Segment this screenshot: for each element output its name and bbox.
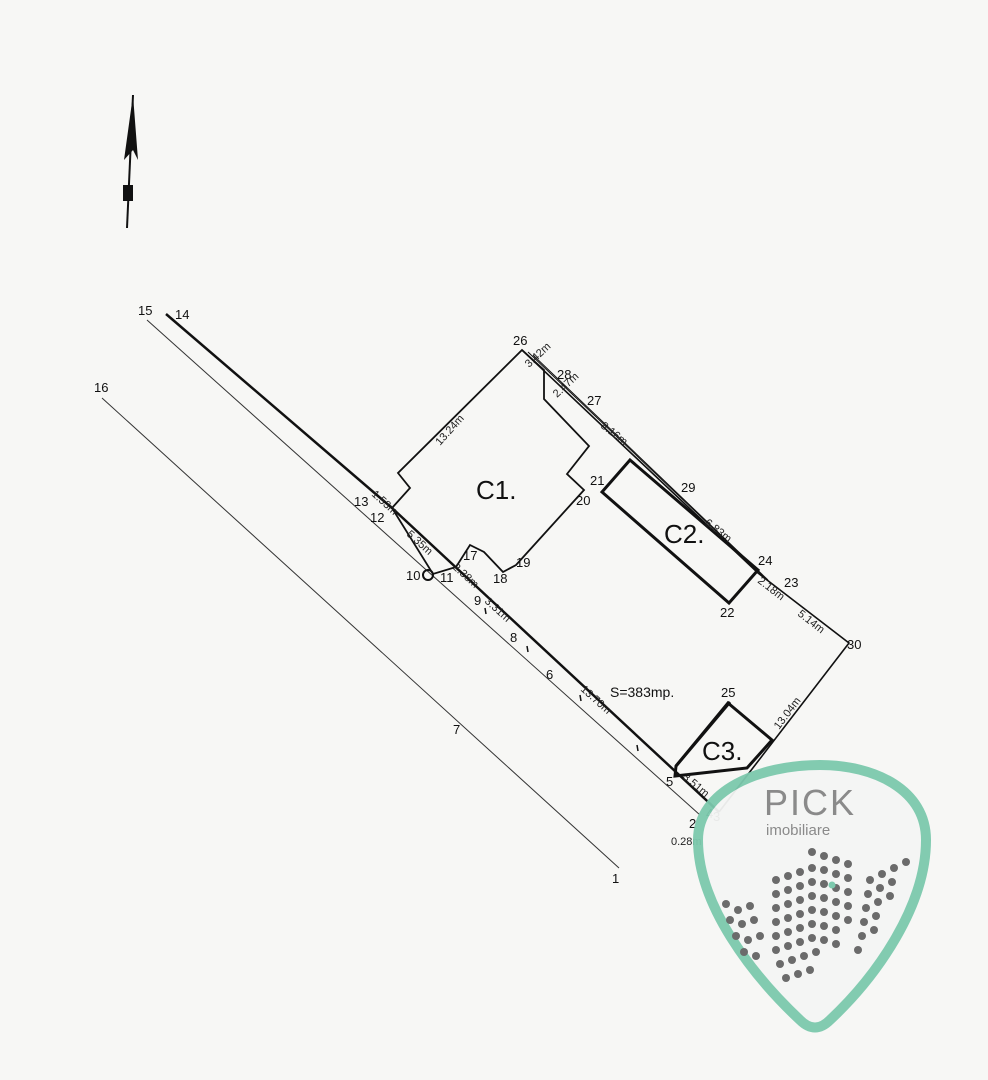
point-label: 6 xyxy=(546,667,553,682)
building-label-c1: C1. xyxy=(476,475,516,505)
pick-imobiliare-logo: PICK imobiliare xyxy=(692,759,932,1033)
point-label: 2 xyxy=(689,816,696,831)
point-label: 22 xyxy=(720,605,734,620)
point-label: 16 xyxy=(94,380,108,395)
front-boundary xyxy=(165,313,720,813)
point-label: 13 xyxy=(354,494,368,509)
dimension-label: 3.51m xyxy=(680,771,711,800)
area-label: S=383mp. xyxy=(610,684,674,700)
building-label-c2: C2. xyxy=(664,519,704,549)
north-arrow-icon xyxy=(123,94,138,229)
point-label: 29 xyxy=(681,480,695,495)
dimension-label: 8.16m xyxy=(598,420,629,448)
logo-brand: PICK xyxy=(764,782,856,823)
point-label: 19 xyxy=(516,555,530,570)
point-label: 26 xyxy=(513,333,527,348)
point-label: 25 xyxy=(721,685,735,700)
point-label: 10 xyxy=(406,568,420,583)
logo-buildings-icon xyxy=(722,848,910,982)
logo-subtitle: imobiliare xyxy=(766,822,830,839)
dimension-label: 13.24m xyxy=(433,413,466,448)
dimension-label: 13.04m xyxy=(772,695,804,732)
point-labels: 1 2 3 4 5 6 7 8 9 10 11 12 13 14 15 16 1… xyxy=(94,303,861,886)
point-label: 21 xyxy=(590,473,604,488)
boundary-ticks xyxy=(484,607,639,752)
point-label: 23 xyxy=(784,575,798,590)
dimension-label: 2.18m xyxy=(755,575,786,603)
dimension-label: 3.31m xyxy=(482,595,513,624)
point-label: 24 xyxy=(758,553,772,568)
point-label: 30 xyxy=(847,637,861,652)
dimension-label: 13.70m xyxy=(578,683,613,716)
point-label: 5 xyxy=(666,774,673,789)
point-label: 15 xyxy=(138,303,152,318)
point-label: 12 xyxy=(370,510,384,525)
point-label: 14 xyxy=(175,307,189,322)
dimension-label: 2.38m xyxy=(450,561,481,590)
point-label: 17 xyxy=(463,548,477,563)
dimension-label: 6.83m xyxy=(702,517,733,545)
parcel-boundary xyxy=(521,349,851,813)
point-label: 11 xyxy=(440,570,454,585)
building-c2 xyxy=(599,457,761,606)
point-label: 20 xyxy=(576,493,590,508)
point-label: 28 xyxy=(557,367,571,382)
point-label: 27 xyxy=(587,393,601,408)
point-label: 8 xyxy=(510,630,517,645)
neighbor-boundary-lines xyxy=(101,319,701,869)
point-label: 9 xyxy=(474,593,481,608)
building-label-c3: C3. xyxy=(702,736,742,766)
point-label: 18 xyxy=(493,571,507,586)
point-marker-10 xyxy=(422,569,434,581)
point-label: 1 xyxy=(612,871,619,886)
dimension-label: 5.14m xyxy=(795,608,826,636)
building-c1 xyxy=(390,348,591,576)
point-label: 7 xyxy=(453,722,460,737)
